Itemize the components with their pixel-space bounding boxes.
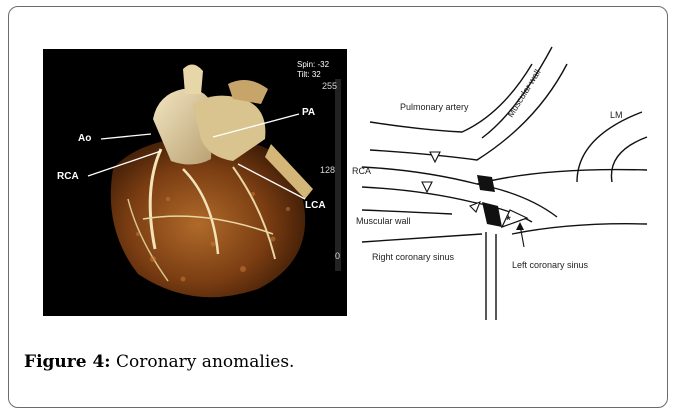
ct-3d-heart-image: Spin: -32 Tilt: 32 255 128 0 Ao PA RCA L… [43,49,347,316]
scale-label-mid: 128 [320,165,335,175]
label-rca: RCA [352,166,371,176]
ct-label-pa: PA [302,107,315,118]
label-right-coronary-sinus: Right coronary sinus [372,252,455,262]
label-pulmonary-artery: Pulmonary artery [400,102,469,112]
label-muscular-wall: Muscular wall [356,216,411,226]
ct-label-ao: Ao [78,133,91,144]
label-left-coronary-sinus: Left coronary sinus [512,260,589,270]
coronary-schematic: Pulmonary artery Muscular wall LM RCA Mu… [352,42,652,324]
ct-label-rca: RCA [57,171,79,182]
scale-label-min: 0 [335,251,340,261]
figure-label: Figure 4: [24,352,111,372]
figure-caption: Figure 4: Coronary anomalies. [24,352,294,372]
ct-heart-render: Spin: -32 Tilt: 32 255 128 0 Ao PA RCA L… [43,49,347,316]
scale-label-max: 255 [322,81,337,91]
figure-caption-text: Coronary anomalies. [116,352,294,372]
vessel-top [183,64,203,94]
intensity-scale-bar [335,79,341,271]
spin-readout: Spin: -32 [297,60,330,69]
ct-label-lca: LCA [305,200,326,211]
schematic-drawing: Pulmonary artery Muscular wall LM RCA Mu… [352,42,652,324]
tilt-readout: Tilt: 32 [297,70,321,79]
star-marker: * [506,213,511,227]
label-lm: LM [610,110,623,120]
